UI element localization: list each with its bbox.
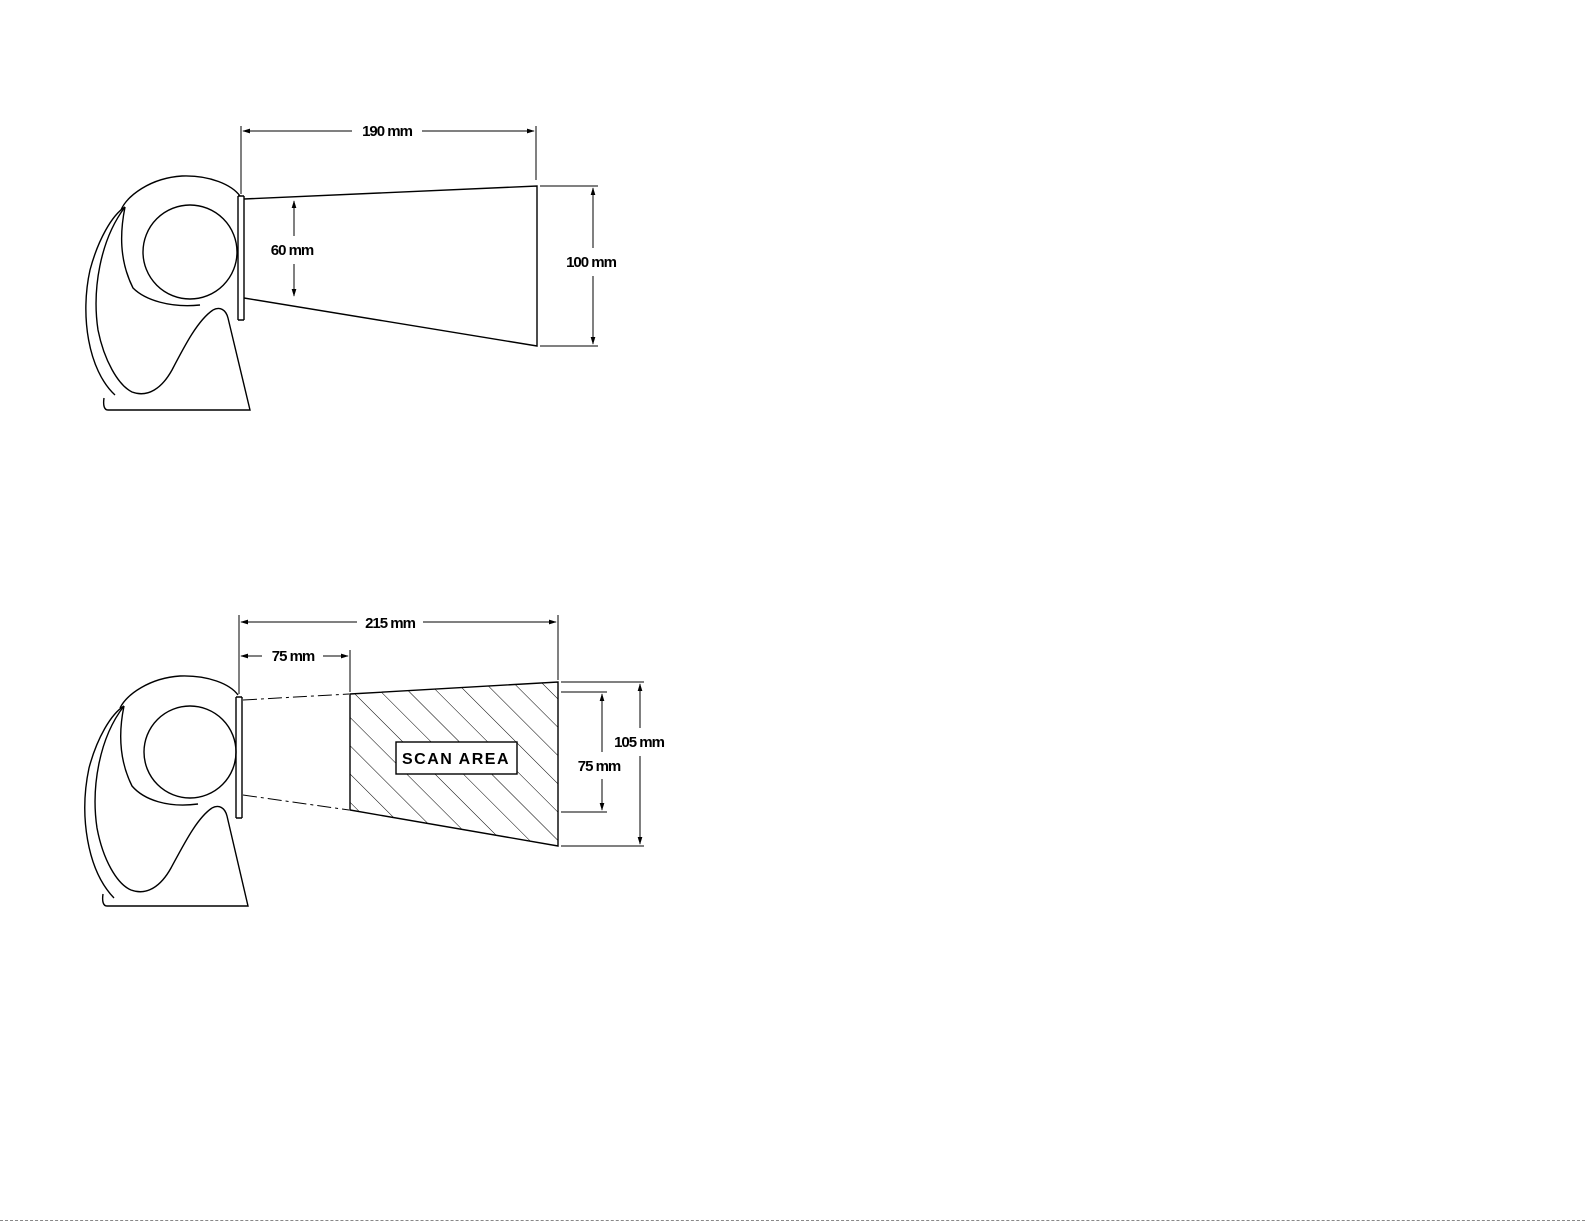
depth-label-bottom: 215 mm: [365, 615, 416, 632]
projection-line-top: [243, 694, 349, 700]
far-width-label-bottom: 105 mm: [614, 734, 665, 751]
beam-outline-top: [244, 186, 537, 346]
depth-label-top: 190 mm: [362, 123, 413, 140]
top-view: 190 mm 60 mm 100 mm: [86, 123, 617, 410]
near-width-label-top: 60 mm: [271, 242, 314, 259]
scanner-illustration-top: [86, 176, 250, 410]
far-width-label-top: 100 mm: [566, 254, 617, 271]
near-depth-label-bottom: 75 mm: [272, 648, 315, 665]
page-bottom-border: [0, 1220, 1585, 1221]
projection-line-bottom: [243, 795, 349, 810]
scan-area-label: SCAN AREA: [402, 751, 510, 768]
bottom-view: SCAN AREA 215 mm 75 mm 105 mm 75 mm: [85, 615, 665, 906]
scanner-illustration-bottom: [85, 676, 248, 906]
near-width-label-bottom: 75 mm: [578, 758, 621, 775]
